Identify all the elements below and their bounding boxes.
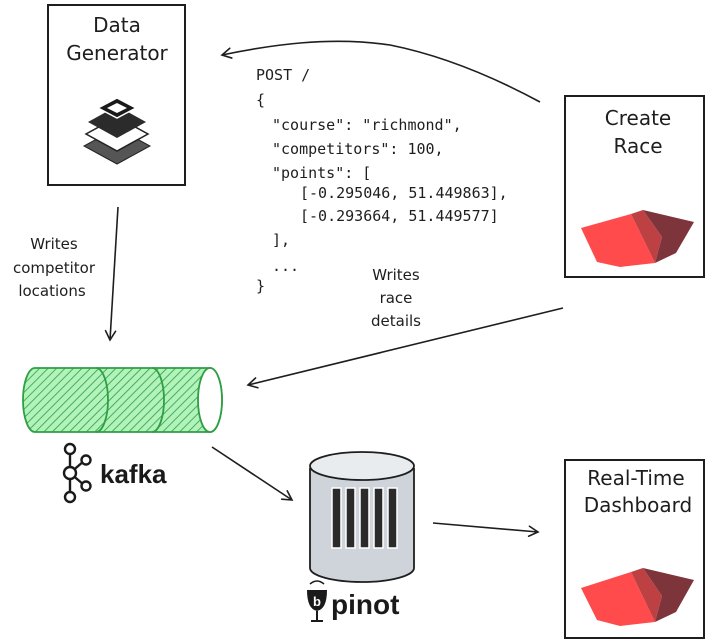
writes-locations-label: Writes competitor locations <box>13 235 96 300</box>
dashboard-title-line2: Dashboard <box>584 493 693 517</box>
writes-locations-line1: Writes <box>30 235 78 253</box>
code-line-4: "competitors": 100, <box>272 140 444 158</box>
dashboard-node: Real-Time Dashboard <box>564 459 705 639</box>
kafka-topic-cylinder <box>22 367 223 433</box>
arrow-create-race-to-generator <box>220 40 541 103</box>
writes-locations-line3: locations <box>18 282 86 300</box>
kafka-wordmark: kafka <box>100 459 167 489</box>
kafka-logo-icon <box>62 442 92 504</box>
dashboard-box <box>564 459 705 639</box>
pinot-wordmark: pinot <box>331 589 399 620</box>
create-race-node: Create Race <box>564 95 705 278</box>
arrow-create-race-to-kafka <box>246 307 564 389</box>
pinot-logo: b pinot <box>307 580 399 622</box>
code-line-2: { <box>256 91 265 109</box>
dashboard-title-line1: Real-Time <box>587 466 684 490</box>
create-race-title-line2: Race <box>613 134 662 158</box>
code-line-8: ], <box>272 231 290 249</box>
arrow-kafka-to-pinot <box>211 446 294 501</box>
data-generator-title-line2: Generator <box>66 41 168 65</box>
writes-race-line2: race <box>380 289 413 307</box>
code-line-5: "points": [ <box>272 164 371 182</box>
kafka-logo: kafka <box>62 442 167 504</box>
pinot-wine-glass-icon: b <box>307 580 327 622</box>
streamlit-boat-icon <box>581 210 694 267</box>
writes-race-line1: Writes <box>372 266 420 284</box>
svg-text:b: b <box>313 594 321 609</box>
data-generator-box <box>47 4 186 186</box>
code-line-3: "course": "richmond", <box>272 116 462 134</box>
create-race-title-line1: Create <box>605 106 671 130</box>
writes-race-label: Writes race details <box>371 266 421 330</box>
request-payload-code: POST / { "course": "richmond", "competit… <box>256 66 508 295</box>
create-race-box <box>564 95 705 278</box>
arrow-pinot-to-dashboard <box>432 522 540 538</box>
code-line-6: [-0.295046, 51.449863], <box>300 184 508 202</box>
layers-icon <box>82 97 152 165</box>
streamlit-boat-icon <box>581 568 694 626</box>
code-line-9: ... <box>272 257 299 275</box>
writes-race-line3: details <box>371 312 421 330</box>
writes-locations-line2: competitor <box>13 259 96 277</box>
code-line-10: } <box>256 277 265 295</box>
code-line-7: [-0.293664, 51.449577] <box>300 207 499 225</box>
data-generator-title-line1: Data <box>93 13 141 37</box>
data-generator-node: Data Generator <box>47 4 186 186</box>
code-line-1: POST / <box>256 66 310 84</box>
arrow-generator-to-kafka <box>104 206 119 342</box>
database-cylinder-icon <box>309 451 415 583</box>
